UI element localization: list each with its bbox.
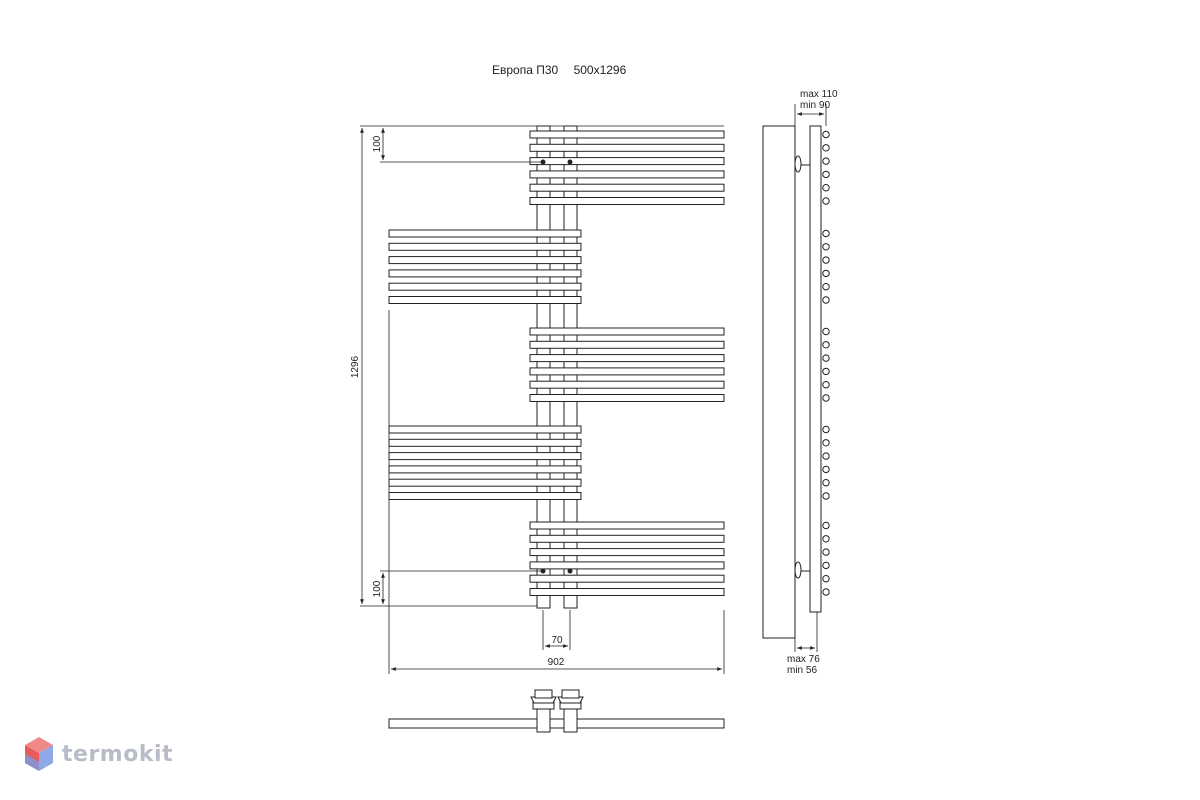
bar-end (822, 184, 830, 192)
bottom-bar (388, 718, 725, 729)
brand-logo: termokit (24, 736, 173, 772)
bar-end (822, 465, 830, 474)
towel-bar (529, 170, 725, 179)
side-dimensions (794, 104, 827, 652)
bar-end (822, 296, 830, 304)
bar-end (822, 327, 830, 336)
bar-end (822, 197, 830, 205)
towel-bar (529, 143, 725, 152)
bar-end (822, 394, 830, 402)
towel-bar (529, 534, 725, 543)
towel-bar (529, 340, 725, 349)
bar-end (822, 269, 830, 278)
towel-bar (529, 354, 725, 363)
right-valve (557, 689, 584, 733)
bar-end (822, 157, 830, 165)
bar-end (822, 425, 830, 434)
bar-end (822, 439, 830, 447)
bar-end (822, 535, 830, 543)
bottom-depth-min-label: min 56 (787, 665, 817, 676)
towel-bar (388, 465, 582, 474)
towel-bar (529, 327, 725, 336)
towel-bar (388, 242, 582, 251)
model-size: 500x1296 (573, 63, 627, 77)
towel-bar (529, 394, 725, 402)
bottom-view (388, 689, 725, 733)
bar-end (822, 492, 830, 500)
bar-end (822, 243, 830, 251)
wall (762, 125, 796, 639)
towel-bar (529, 588, 725, 596)
center-distance-label: 70 (551, 635, 563, 646)
towel-bar (529, 521, 725, 530)
towel-bar (529, 183, 725, 192)
bar-end (822, 256, 830, 264)
bar-end (822, 130, 830, 139)
brand-cube-icon (25, 737, 53, 771)
brand-name: termokit (62, 741, 174, 767)
towel-bar (388, 296, 582, 304)
bar-end (822, 283, 830, 291)
width-label: 902 (548, 657, 565, 668)
bar-end (822, 452, 830, 460)
towel-bar (388, 492, 582, 500)
bar-end (822, 548, 830, 556)
towel-bar (388, 256, 582, 265)
towel-bar (529, 548, 725, 557)
collector-side (809, 125, 822, 613)
bar-end (822, 229, 830, 238)
bar-end (822, 381, 830, 389)
front-dimensions (360, 125, 725, 674)
bar-end (822, 521, 830, 530)
towel-bar (388, 269, 582, 278)
bar-end (822, 367, 830, 376)
bottom-depth-max-label: max 76 (787, 654, 820, 665)
top-offset-label: 100 (372, 135, 383, 152)
bar-end (822, 144, 830, 152)
towel-bar (388, 425, 582, 434)
front-view (388, 125, 725, 609)
connection-point (567, 159, 573, 165)
bar-end (822, 561, 830, 570)
bar-end (822, 341, 830, 349)
top-depth-max-label: max 110 (800, 89, 838, 100)
bar-end (822, 170, 830, 179)
bar-end (822, 588, 830, 596)
bar-end (822, 575, 830, 583)
towel-bar (529, 197, 725, 205)
towel-bar (529, 130, 725, 139)
towel-bar (529, 367, 725, 376)
bottom-bracket (794, 561, 802, 579)
connection-point (567, 568, 573, 574)
towel-bar (529, 561, 725, 570)
towel-bar (388, 229, 582, 238)
towel-bar (388, 452, 582, 461)
height-label: 1296 (350, 355, 361, 378)
towel-bar (529, 157, 725, 166)
drawing-title: Европа П30 500x1296 (492, 63, 626, 77)
model-name: Европа П30 (492, 63, 559, 77)
side-view (762, 125, 830, 639)
bar-end (822, 479, 830, 487)
towel-bar (529, 380, 725, 389)
left-valve (530, 689, 557, 733)
towel-bar (388, 282, 582, 291)
top-bracket (794, 155, 802, 173)
towel-bar (388, 478, 582, 487)
bottom-offset-label: 100 (372, 580, 383, 597)
towel-bar (529, 574, 725, 583)
side-bar-ends (822, 130, 830, 596)
towel-bar (388, 438, 582, 447)
top-depth-min-label: min 90 (800, 100, 830, 111)
bar-end (822, 354, 830, 362)
towel-bars (388, 130, 725, 596)
